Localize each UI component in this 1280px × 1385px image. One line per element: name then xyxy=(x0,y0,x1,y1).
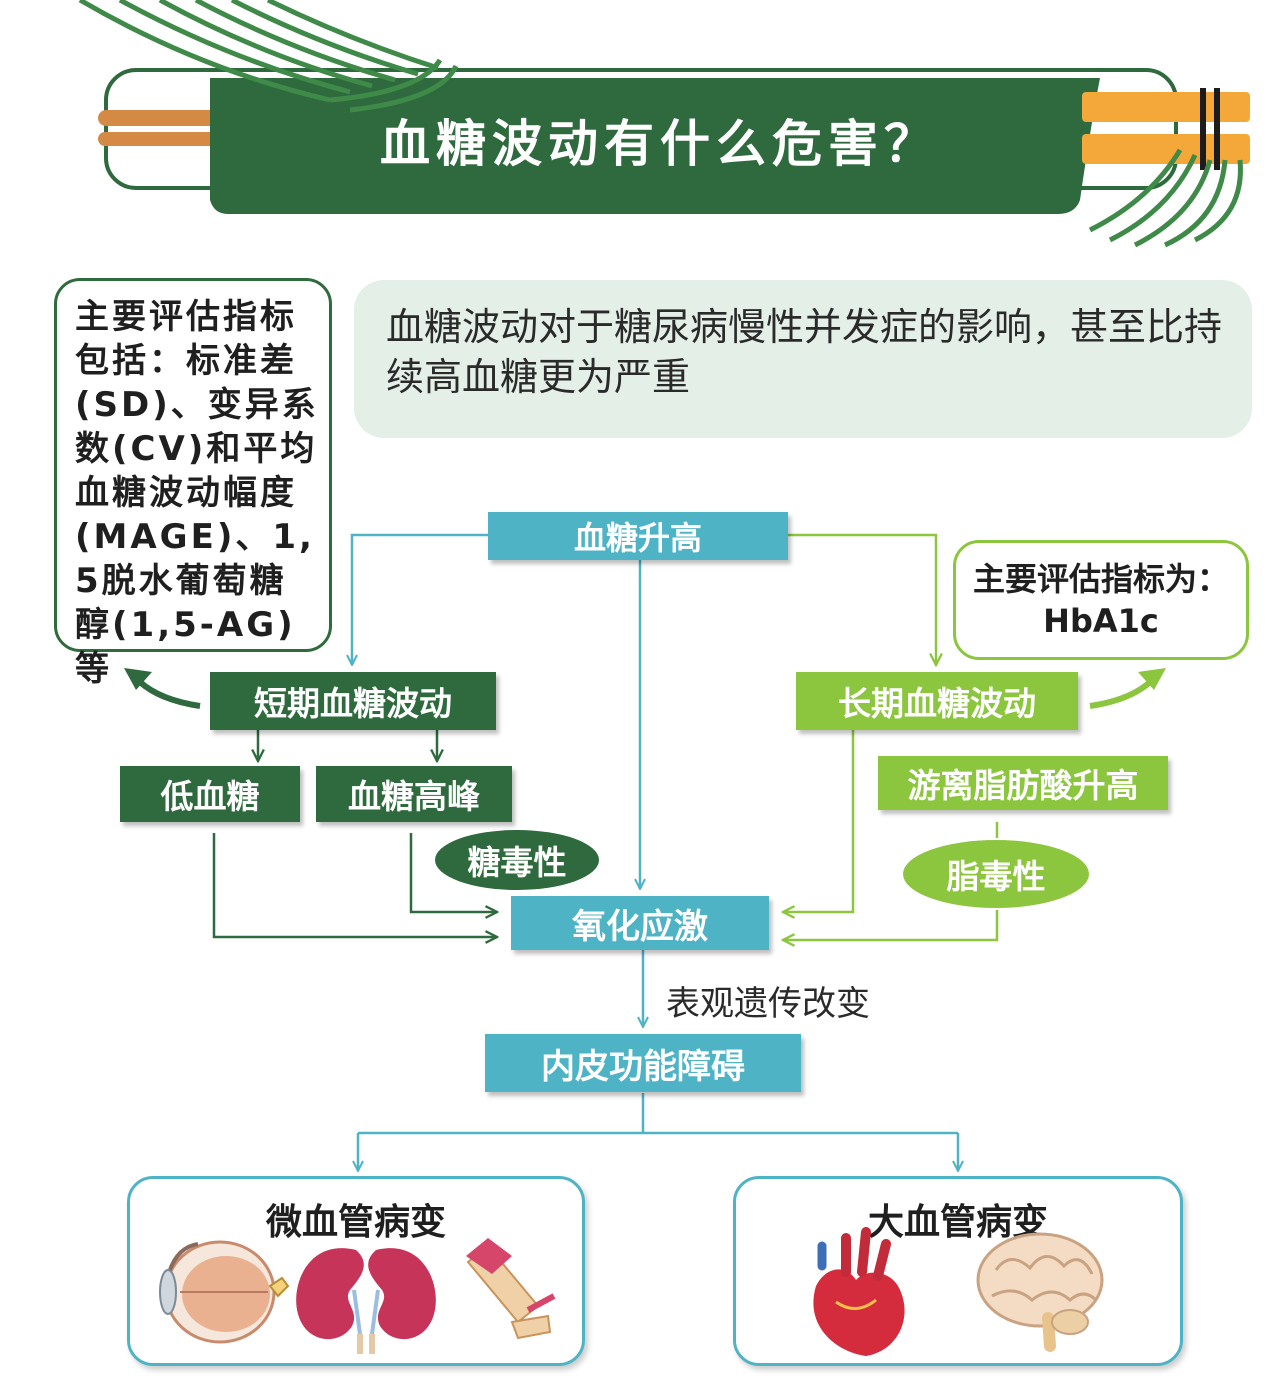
long-term-metrics-note: 主要评估指标为： HbA1c xyxy=(953,540,1249,660)
pointer-arrow-right-icon xyxy=(1089,668,1166,709)
long-term-metrics-value: HbA1c xyxy=(1043,602,1159,640)
connector-top-to-short xyxy=(352,533,488,664)
connector-top-to-long xyxy=(788,533,936,664)
page-title: 血糖波动有什么危害？ xyxy=(380,115,940,173)
flow-label-epigenetic: 表观遗传改变 xyxy=(666,984,870,1024)
intro-statement: 血糖波动对于糖尿病慢性并发症的影响，甚至比持续高血糖更为严重 xyxy=(354,280,1252,438)
noodle-strands-icon xyxy=(78,0,1243,248)
pointer-arrow-left-icon xyxy=(124,668,201,709)
long-term-metrics-label: 主要评估指标为： xyxy=(972,560,1229,598)
outcome-macrovascular: 大血管病变 xyxy=(733,1176,1183,1366)
outcome-microvascular: 微血管病变 xyxy=(127,1176,585,1366)
flow-node-short-term: 短期血糖波动 xyxy=(210,672,496,730)
outcome-microvascular-title: 微血管病变 xyxy=(265,1202,446,1243)
flow-node-glucose-peak: 血糖高峰 xyxy=(316,766,512,822)
flow-node-endothelial-dysfunction: 内皮功能障碍 xyxy=(485,1034,801,1092)
flow-node-lipotoxicity: 脂毒性 xyxy=(903,840,1089,908)
connector-hypo-to-oxidative xyxy=(212,833,496,937)
connector-lipotox-to-oxidative xyxy=(784,910,999,940)
flow-node-glucotoxicity: 糖毒性 xyxy=(435,830,599,890)
flow-node-glucose-rise: 血糖升高 xyxy=(488,512,788,560)
title-banner xyxy=(78,0,1250,248)
connector-endothelial-branch xyxy=(358,1093,958,1135)
flow-node-long-term: 长期血糖波动 xyxy=(796,672,1078,730)
chopstick-right-icon xyxy=(1082,88,1250,170)
outcome-macrovascular-title: 大血管病变 xyxy=(867,1202,1048,1243)
flow-node-ffa-rise: 游离脂肪酸升高 xyxy=(878,756,1168,810)
connector-peak-to-oxidative xyxy=(409,833,496,912)
short-term-metrics-note: 主要评估指标包括：标准差(SD)、变异系数(CV)和平均血糖波动幅度(MAGE)… xyxy=(54,278,332,689)
flow-node-oxidative-stress: 氧化应激 xyxy=(511,896,769,950)
flow-node-hypoglycemia: 低血糖 xyxy=(120,766,300,822)
connector-long-to-oxidative xyxy=(784,730,855,912)
